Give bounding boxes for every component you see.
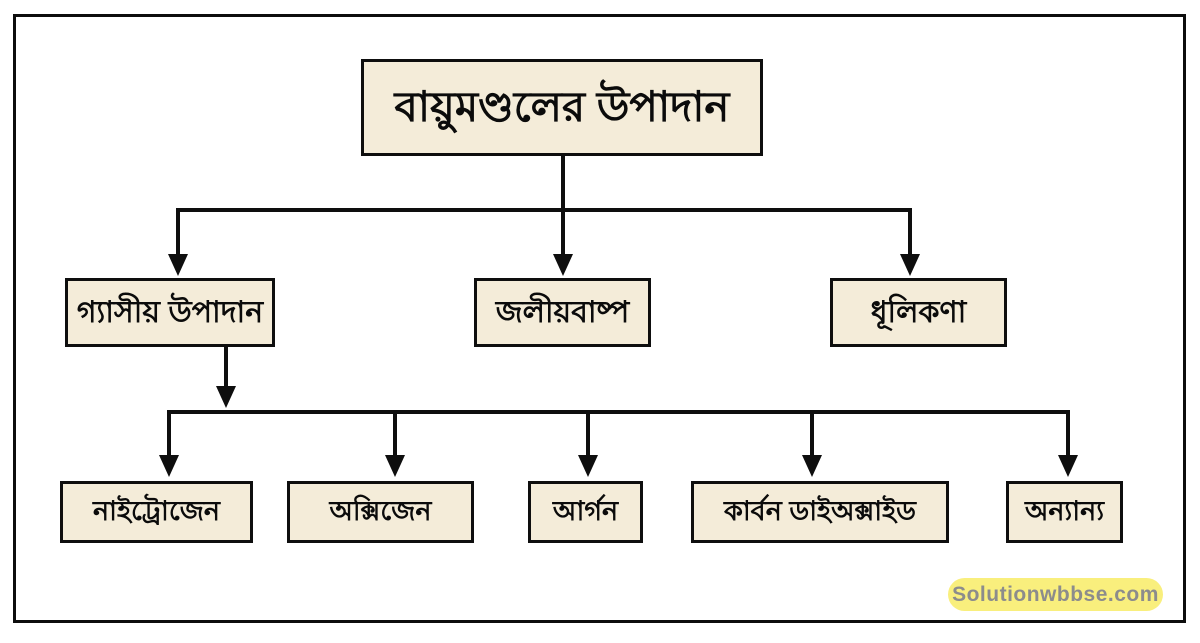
arrowhead-carbon-dioxide [802, 455, 822, 477]
arrowhead-branch-vapor [553, 254, 573, 276]
node-nitrogen: নাইট্রোজেন [60, 481, 253, 543]
arrowhead-gas-bus [216, 386, 236, 408]
watermark-badge: Solutionwbbse.com [948, 578, 1163, 611]
node-gaseous-components: গ্যাসীয় উপাদান [65, 278, 275, 347]
node-carbon-dioxide: কার্বন ডাইঅক্সাইড [691, 481, 949, 543]
arrowhead-oxygen [385, 455, 405, 477]
node-argon: আর্গন [528, 481, 643, 543]
diagram-frame [13, 14, 1186, 623]
node-water-vapor: জলীয়বাষ্প [474, 278, 651, 347]
node-oxygen: অক্সিজেন [287, 481, 474, 543]
node-others: অন্যান্য [1006, 481, 1123, 543]
arrowhead-branch-dust [900, 254, 920, 276]
arrowhead-argon [578, 455, 598, 477]
arrowhead-branch-gaseous [168, 254, 188, 276]
arrowhead-nitrogen [159, 455, 179, 477]
arrowhead-others [1058, 455, 1078, 477]
node-atmosphere-components-title: বায়ুমণ্ডলের উপাদান [361, 59, 763, 156]
node-dust-particles: ধূলিকণা [830, 278, 1007, 347]
